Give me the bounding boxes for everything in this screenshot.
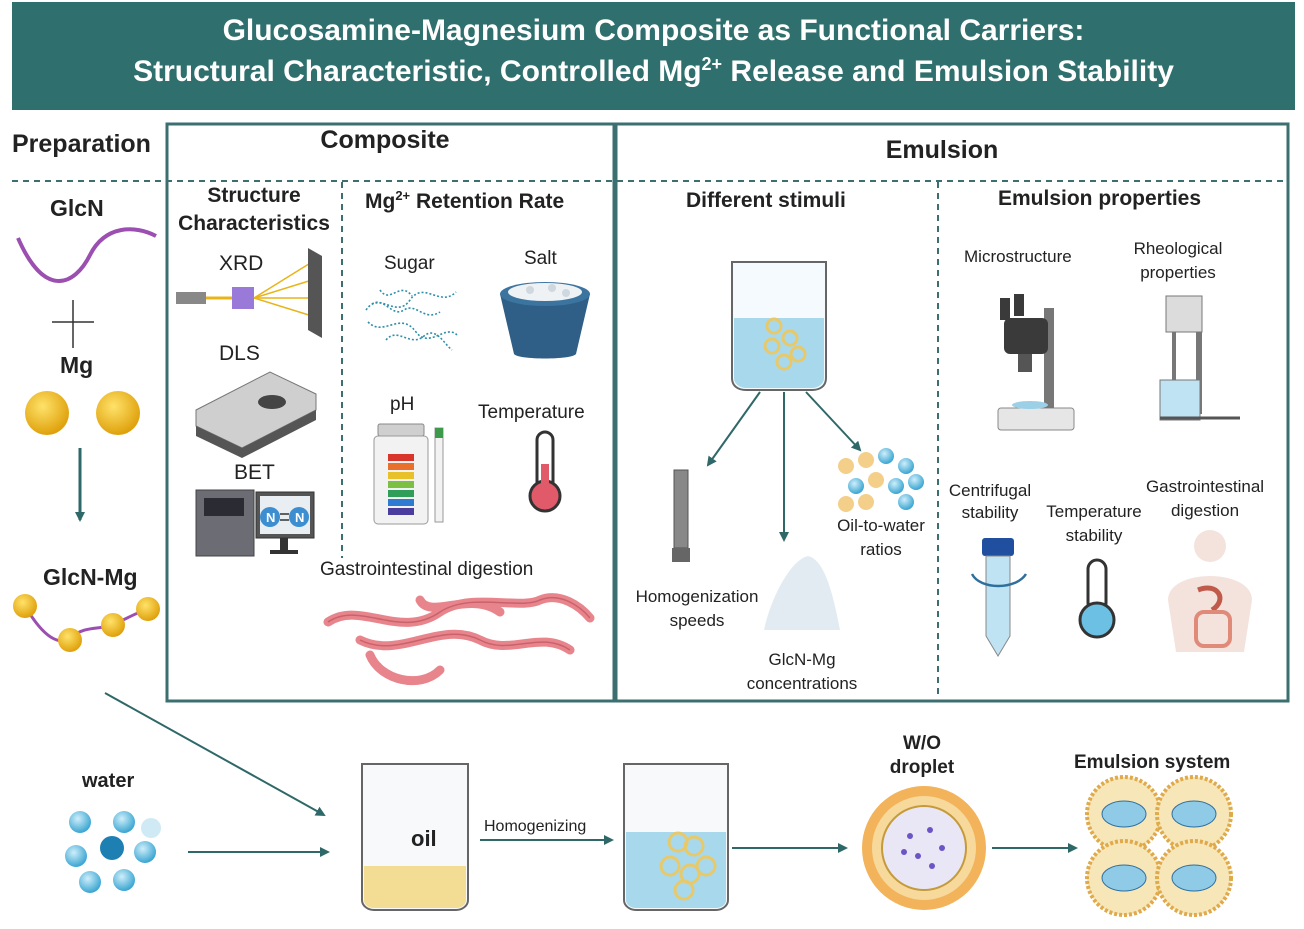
svg-text:N: N [266,510,275,525]
dls-label: DLS [219,342,260,365]
emulsion-frame [614,122,1290,703]
title-banner: Glucosamine-Magnesium Composite as Funct… [12,2,1295,110]
microscope-icon [997,294,1075,431]
mg-bead-icon [136,597,160,621]
mg-label: Mg [60,352,94,378]
water-label: water [82,770,135,792]
temperature-label: Temperature [478,402,585,423]
stimuli-arrow [805,391,862,452]
gi-digestion-label: Gastrointestinal digestion [320,559,534,580]
wo-droplet-label: W/O droplet [889,733,955,778]
glcn-chain-icon [16,227,157,283]
centrifuge-tube-icon [970,538,1028,657]
emulsified-beaker-icon [623,763,729,911]
temp-stability-label: Temperature stability [1046,502,1142,545]
xrd-label: XRD [219,252,264,275]
mg-bead-icon [58,628,82,652]
wo-droplet-icon [862,786,986,910]
homogenization-label: Homogenization speeds [635,587,759,630]
title-line-2: Structural Characteristic, Controlled Mg… [133,54,1174,88]
mg-bead-icon [13,594,37,618]
mg-ball-icon [25,391,69,435]
glcn-mg-powder-icon [764,556,840,630]
flow-arrow [104,692,326,816]
ph-label: pH [390,394,415,415]
dls-instrument-icon [195,371,317,458]
sugar-label: Sugar [384,253,435,274]
stimuli-arrow [706,391,761,467]
bet-instrument-icon: N N [195,489,315,557]
bet-label: BET [234,461,275,484]
thermometer-icon [528,430,562,513]
mg-bead-icon [101,613,125,637]
oil-water-beads-icon [838,448,924,512]
title-line-1: Glucosamine-Magnesium Composite as Funct… [222,14,1085,47]
mg-ball-icon [96,391,140,435]
glcn-mg-label: GlcN-Mg [43,564,138,590]
ratio-label: Oil-to-water ratios [837,516,925,559]
retention-heading: Mg2+ Retention Rate [365,188,565,213]
rheological-label: Rheological properties [1133,239,1223,282]
rheometer-icon [1159,295,1240,421]
preparation-heading: Preparation [12,130,151,158]
glcn-label: GlcN [50,195,104,221]
salt-bowl-icon [500,282,590,359]
emulsion-heading: Emulsion [885,136,999,164]
emulsion-system-icon [1085,775,1233,917]
homogenizer-icon [672,469,690,562]
human-gi-icon [1168,530,1252,652]
oil-beaker-icon [361,763,469,911]
ph-strip-jar-icon [373,423,444,525]
water-beads-icon [65,811,161,893]
salt-label: Salt [524,248,557,269]
sugar-polymer-icon [365,289,459,351]
composite-heading: Composite [320,126,450,154]
emulsion-system-label: Emulsion system [1074,752,1231,773]
microstructure-label: Microstructure [964,247,1072,266]
temperature-stability-thermometer-icon [1078,558,1116,639]
properties-heading: Emulsion properties [998,187,1202,210]
intestine-icon [323,593,595,686]
concentration-label: GlcN-Mg concentrations [746,650,858,693]
emulsion-beaker-icon [731,261,827,391]
stimuli-heading: Different stimuli [686,189,846,212]
glcn-mg-chain-icon [23,605,149,643]
centrifugal-label: Centrifugal stability [948,481,1032,522]
svg-text:N: N [295,510,304,525]
intestine-outline-icon [327,597,591,651]
structure-heading: Structure Characteristics [178,184,330,235]
xrd-icon [176,248,322,338]
composite-frame [165,122,616,703]
oil-label: oil [411,826,437,851]
homogenizing-label: Homogenizing [484,818,587,835]
gi-stability-label: Gastrointestinal digestion [1145,477,1265,520]
